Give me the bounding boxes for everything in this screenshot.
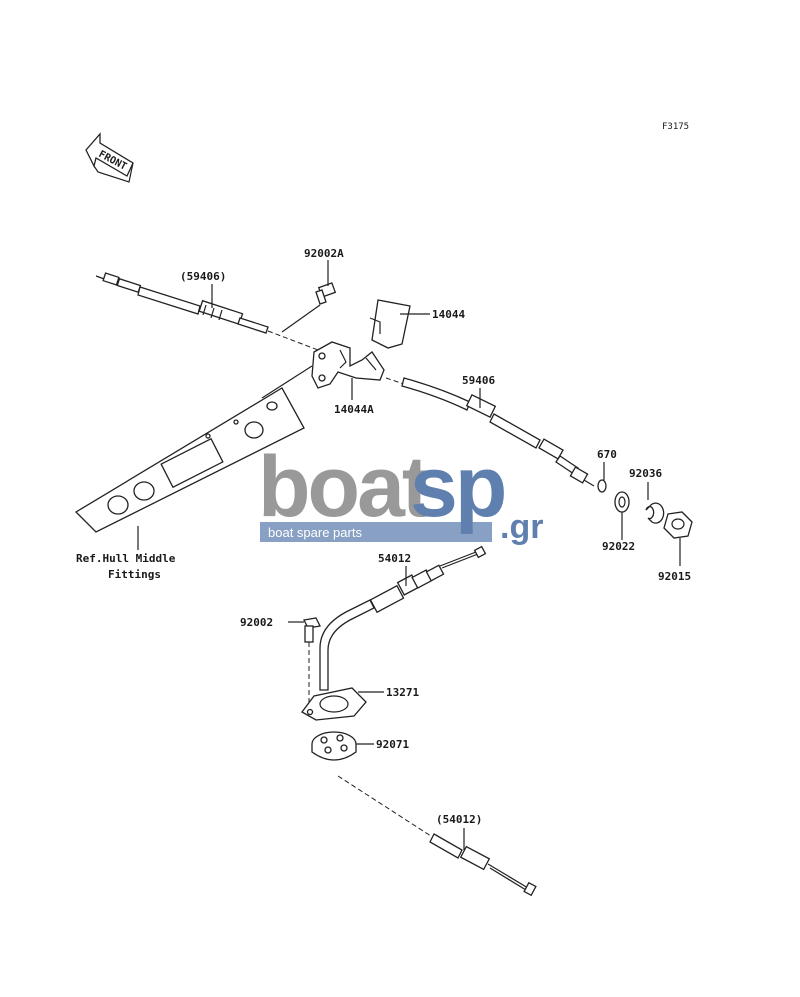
washer-92022 — [614, 491, 630, 513]
callout-54012: 54012 — [378, 552, 411, 565]
callout-59406: 59406 — [462, 374, 495, 387]
cable-59406-left — [95, 272, 269, 334]
callout-54012-paren: (54012) — [436, 813, 482, 826]
callout-14044: 14044 — [432, 308, 465, 321]
watermark-tagline: boat spare parts — [268, 525, 362, 540]
clip-92036 — [645, 502, 665, 524]
grommet-92071 — [311, 731, 357, 761]
plate-13271 — [301, 687, 367, 721]
callout-13271: 13271 — [386, 686, 419, 699]
figure-code: F3175 — [662, 122, 689, 132]
bolt-92002A — [315, 282, 337, 305]
callout-92002: 92002 — [240, 616, 273, 629]
bolt-92002 — [303, 617, 321, 643]
callout-92015: 92015 — [658, 570, 691, 583]
oring-670 — [597, 479, 607, 493]
leader-lines — [137, 260, 681, 850]
nut-92015 — [663, 511, 693, 539]
boatsp-watermark-logo: boat sp .gr boat spare parts — [258, 439, 543, 546]
hull-panel — [74, 387, 305, 533]
callout-92022: 92022 — [602, 540, 635, 553]
ref-note-line1: Ref.Hull Middle — [76, 552, 176, 565]
ref-note-line2: Fittings — [108, 568, 161, 581]
callout-92036: 92036 — [629, 467, 662, 480]
watermark-word1: boat — [258, 439, 430, 535]
cover-14044 — [369, 299, 411, 349]
callout-59406-paren: (59406) — [180, 270, 226, 283]
cable-54012 — [319, 545, 487, 691]
cable-59406-right — [385, 377, 595, 487]
callout-92071: 92071 — [376, 738, 409, 751]
bracket-14044A — [311, 341, 385, 389]
watermark-word2: sp — [410, 439, 504, 535]
watermark-tld: .gr — [500, 508, 543, 546]
callout-14044A: 14044A — [334, 403, 374, 416]
callout-92002A: 92002A — [304, 247, 344, 260]
cable-54012-lower-end — [429, 833, 537, 897]
callout-670: 670 — [597, 448, 617, 461]
front-arrow-icon: FRONT — [85, 132, 134, 183]
